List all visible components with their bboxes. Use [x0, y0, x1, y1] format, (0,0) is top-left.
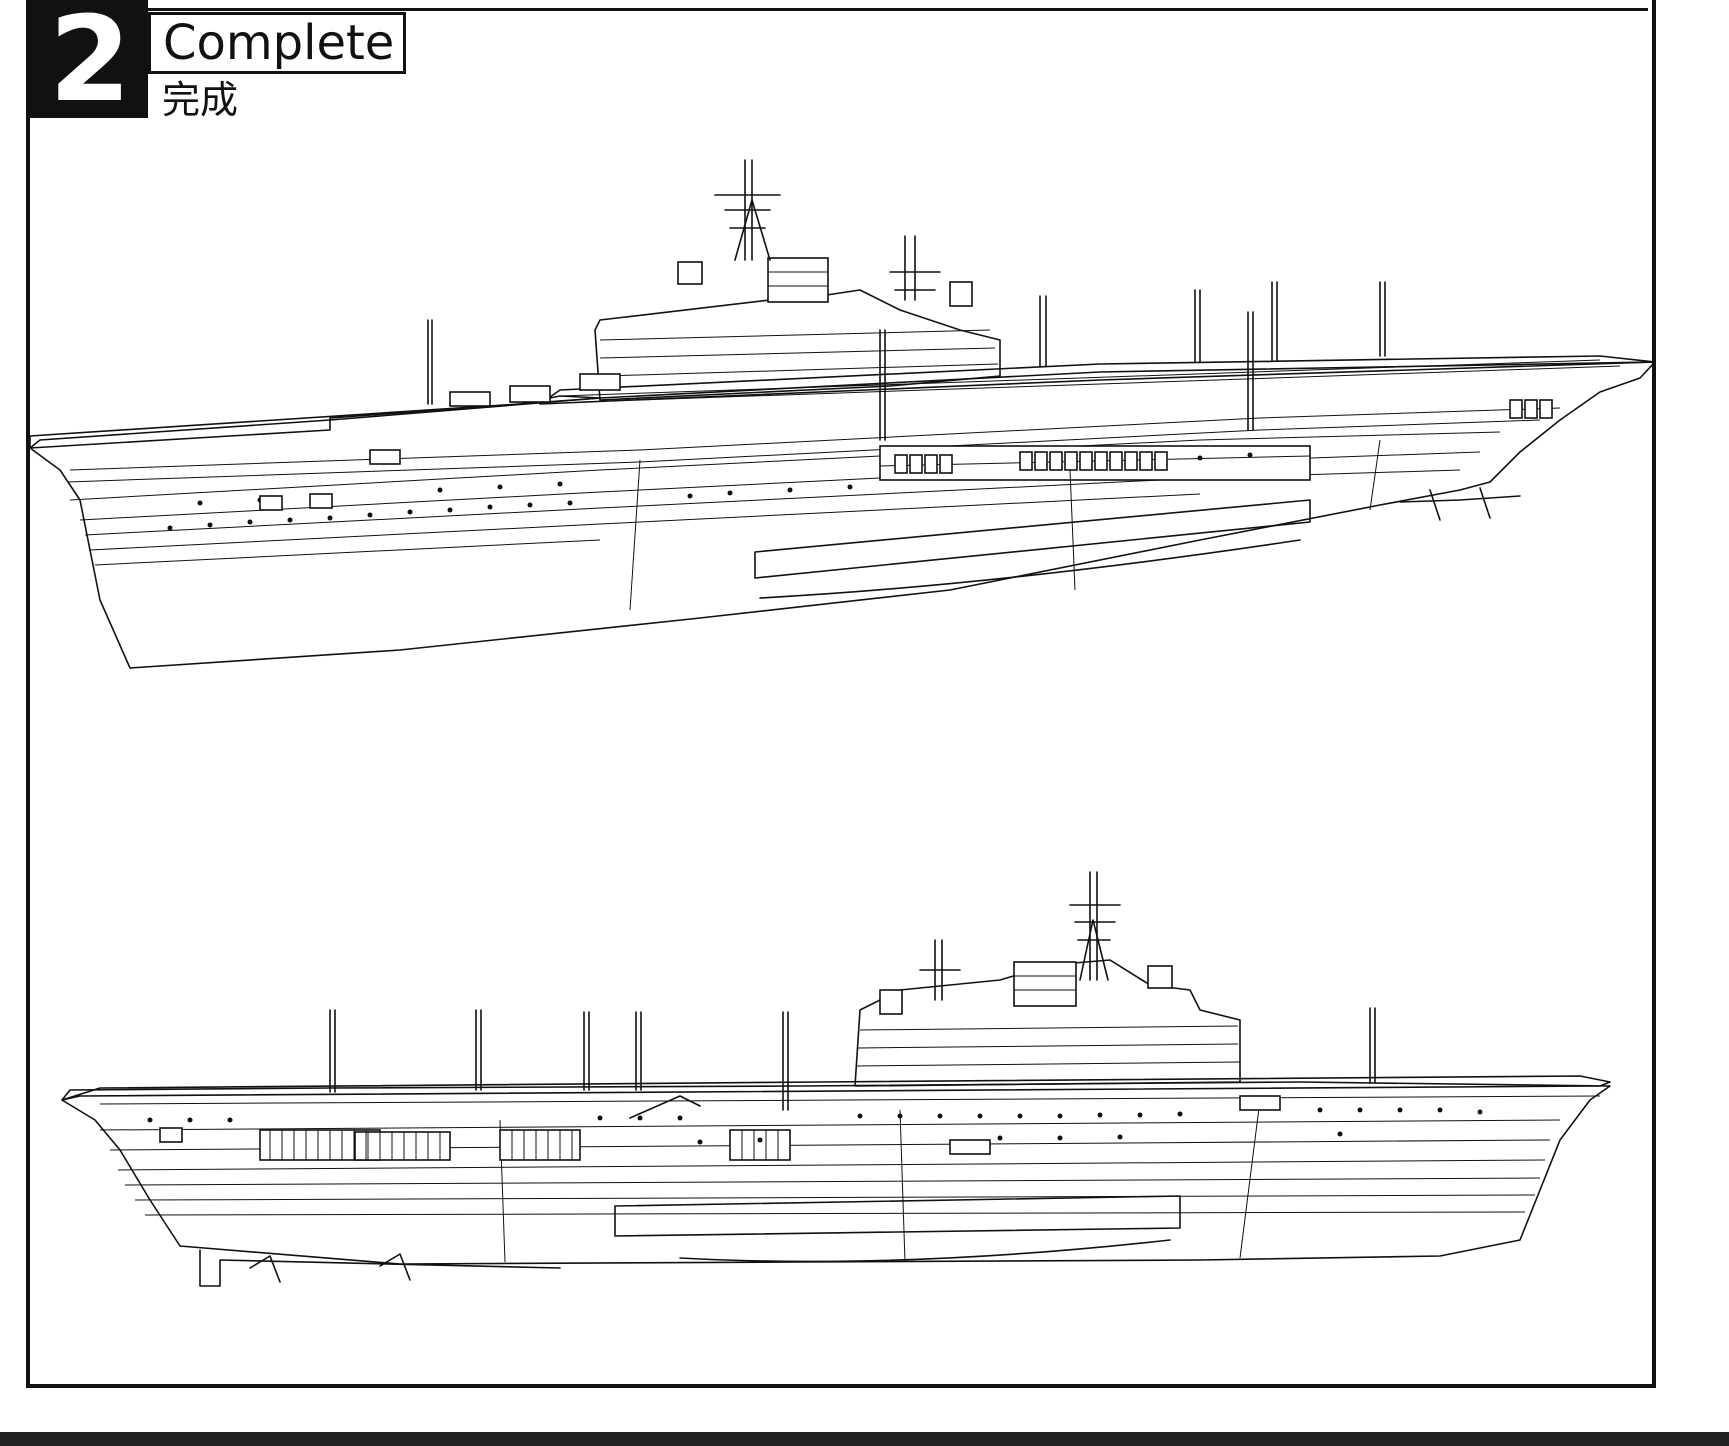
page-footer-bar	[0, 1432, 1729, 1446]
step-subtitle: 完成	[162, 78, 239, 122]
step-frame	[26, 0, 1656, 1388]
step-title: Complete	[148, 12, 406, 74]
header-rule	[26, 8, 1648, 11]
step-number: 2	[28, 0, 148, 118]
carrier-ship-icon-top	[29, 159, 1656, 669]
